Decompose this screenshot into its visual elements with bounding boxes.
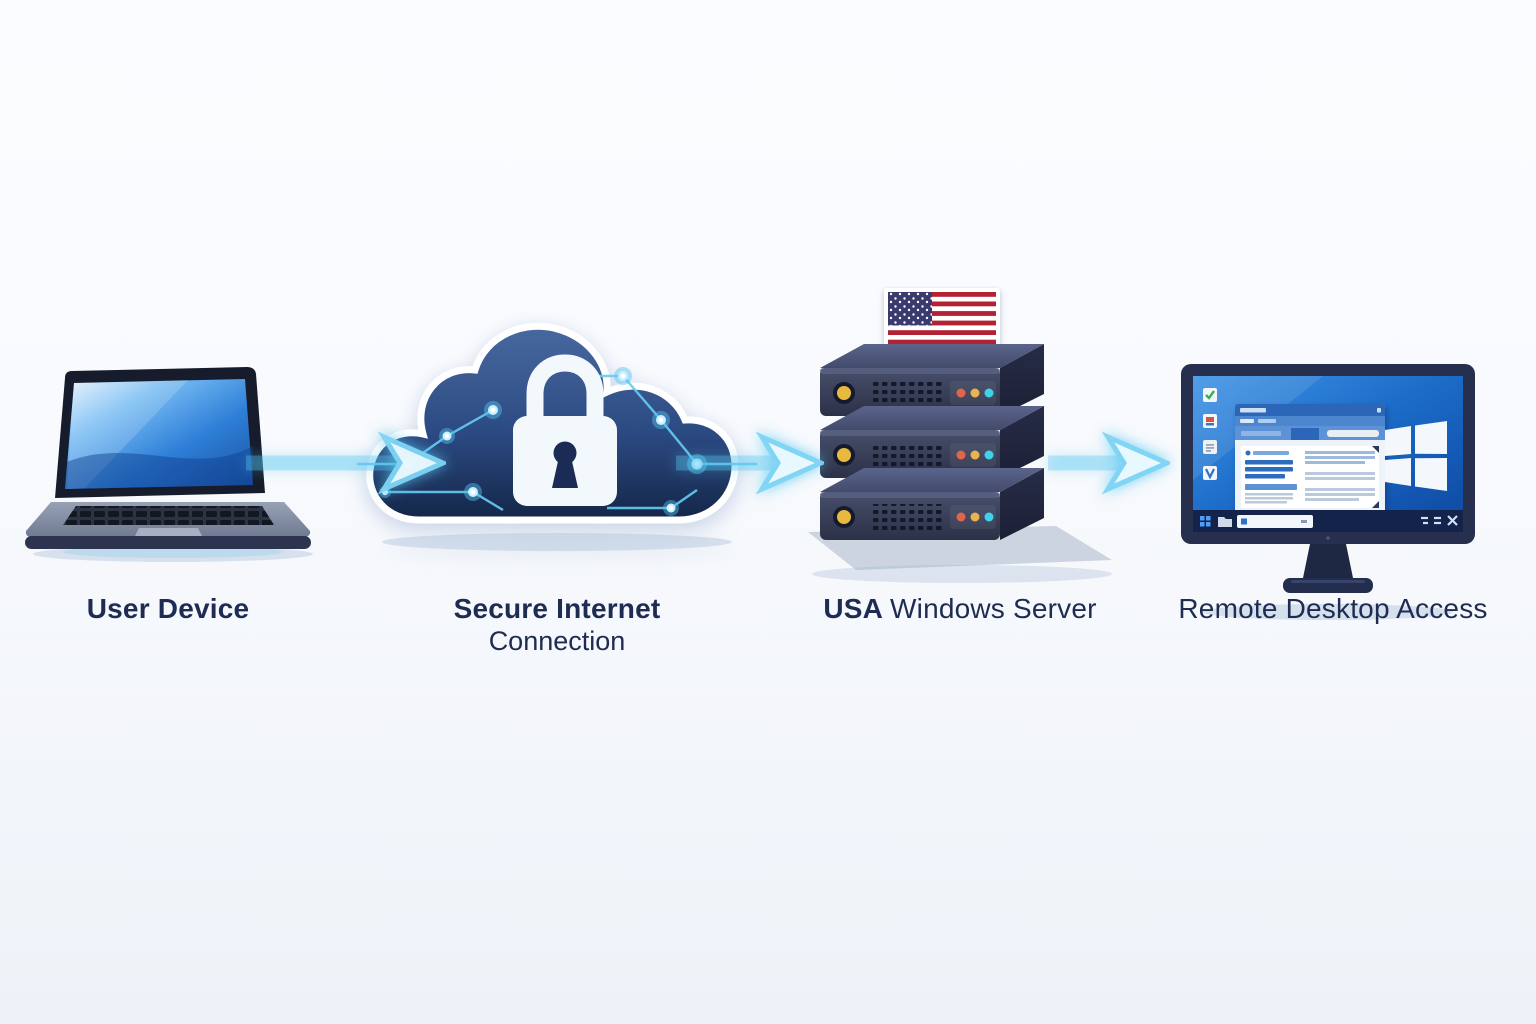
desktop-monitor-icon [1173,360,1483,622]
monitor-stand [1303,544,1353,578]
node-label-user-device: User Device [86,593,250,624]
label-windows-server: Windows Server [890,593,1097,624]
server-stack-icon [792,286,1122,588]
folder-icon [1218,517,1232,527]
server-unit [820,344,1044,416]
node-label-connection: Connection [488,626,626,656]
server-unit [820,406,1044,478]
node-usa-windows-server: USA Windows Server [790,280,1130,710]
status-led-cyan [984,512,994,522]
start-button-icon [1200,516,1211,527]
node-label-remote-desktop-access: Remote Desktop Access [1178,593,1488,624]
status-led-yellow [970,450,980,460]
app-window-icon [1235,404,1385,514]
windows-logo-icon [1385,421,1447,491]
status-led-yellow [970,512,980,522]
status-led-red [956,450,966,460]
node-label-secure-internet: Secure Internet [453,593,661,624]
node-label-usa-windows-server: USA Windows Server [790,592,1130,625]
status-led-cyan [984,388,994,398]
desktop-shortcut-icons [1203,388,1217,480]
node-remote-desktop-access: Remote Desktop Access [1168,280,1498,710]
status-led-cyan [984,450,994,460]
status-led-red [956,512,966,522]
label-usa: USA [823,593,883,624]
laptop-icon [23,366,313,562]
server-unit [820,468,1044,540]
flow-arrow-icon [246,428,450,503]
flow-arrow-icon [676,428,828,503]
usa-flag-icon [884,288,1000,358]
status-led-red [956,388,966,398]
node-secure-internet-connection: Secure Internet Connection [347,280,767,710]
taskbar-search-input [1237,515,1313,528]
padlock-icon [513,354,617,506]
window-control-icons [1421,515,1458,526]
node-user-device: User Device [18,280,318,710]
status-led-yellow [970,388,980,398]
secure-cloud-lock-icon [355,314,759,554]
flow-arrow-icon [1048,428,1174,503]
taskbar-icon [1193,510,1463,532]
